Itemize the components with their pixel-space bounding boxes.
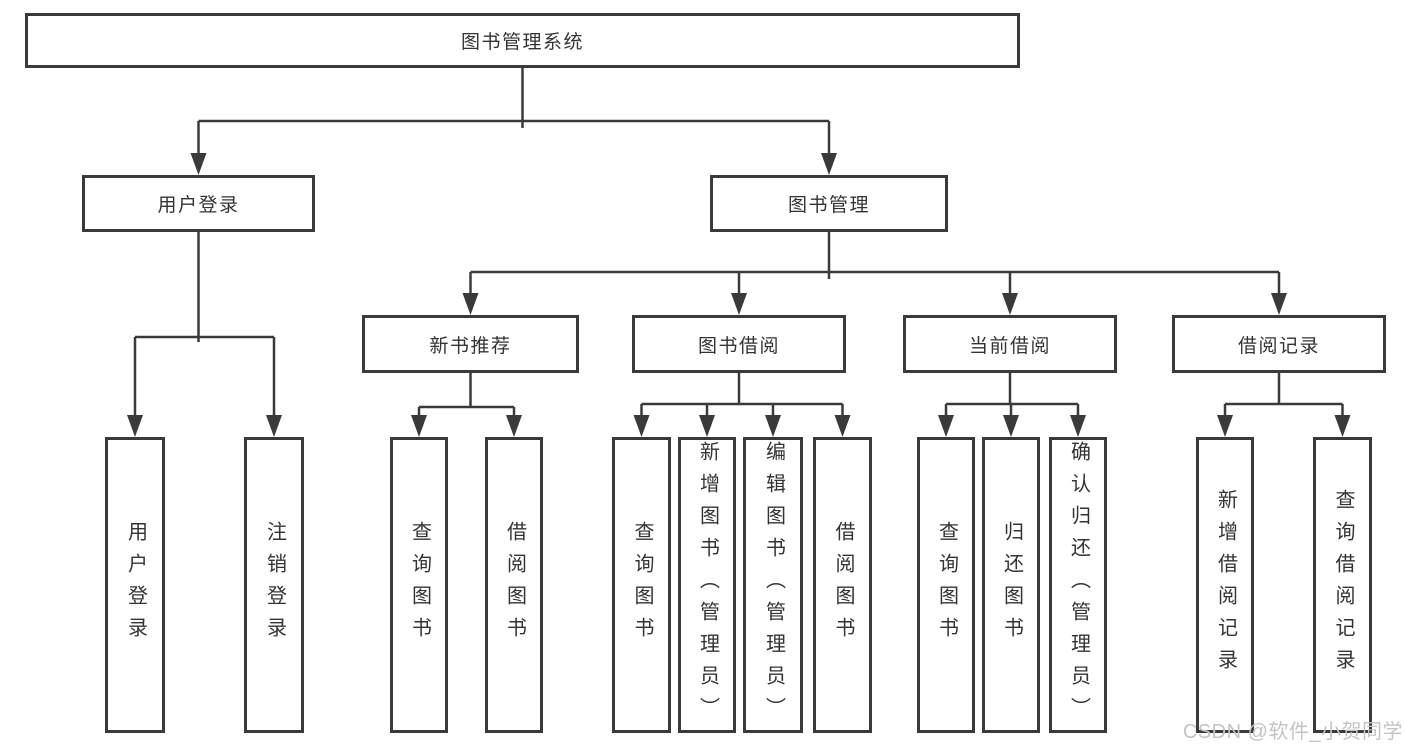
leaf-label: 查询图书 [408, 521, 431, 649]
leaf-user-login: 用户登录 [105, 437, 165, 733]
leaf-add-book-admin: 新增图书（管理员） [678, 437, 736, 733]
leaf-label: 查询借阅记录 [1332, 489, 1354, 681]
leaf-label: 借阅图书 [832, 521, 854, 649]
node-book-management: 图书管理 [710, 175, 948, 232]
leaf-label: 归还图书 [1000, 521, 1023, 649]
leaf-add-borrow-record: 新增借阅记录 [1196, 437, 1254, 733]
node-library-system: 图书管理系统 [25, 13, 1020, 68]
node-book-borrowing: 图书借阅 [632, 315, 846, 373]
leaf-label: 新增借阅记录 [1214, 489, 1237, 681]
leaf-label: 查询图书 [935, 521, 958, 649]
leaf-query-books-1: 查询图书 [390, 437, 448, 733]
leaf-return-book: 归还图书 [982, 437, 1040, 733]
leaf-query-borrow-record: 查询借阅记录 [1313, 437, 1372, 733]
leaf-query-books-2: 查询图书 [612, 437, 671, 733]
leaf-label: 用户登录 [124, 521, 147, 649]
node-user-login: 用户登录 [82, 175, 315, 232]
leaf-label: 编辑图书（管理员） [762, 441, 785, 729]
csdn-watermark: CSDN @软件_小贺同学 [1182, 721, 1403, 743]
leaf-label: 新增图书（管理员） [696, 441, 719, 729]
leaf-label: 借阅图书 [503, 521, 526, 649]
leaf-label: 查询图书 [631, 521, 653, 649]
leaf-label: 注销登录 [263, 521, 286, 649]
leaf-label: 确认归还（管理员） [1067, 441, 1090, 729]
leaf-confirm-return-admin: 确认归还（管理员） [1049, 437, 1107, 733]
leaf-query-books-3: 查询图书 [917, 437, 975, 733]
leaf-borrow-books-2: 借阅图书 [813, 437, 872, 733]
node-current-borrowing: 当前借阅 [903, 315, 1117, 373]
leaf-edit-book-admin: 编辑图书（管理员） [743, 437, 803, 733]
arrowheads [127, 153, 1351, 437]
node-new-book-recommend: 新书推荐 [362, 315, 579, 373]
node-borrowing-records: 借阅记录 [1172, 315, 1386, 373]
leaf-logout: 注销登录 [244, 437, 304, 733]
leaf-borrow-books-1: 借阅图书 [485, 437, 543, 733]
